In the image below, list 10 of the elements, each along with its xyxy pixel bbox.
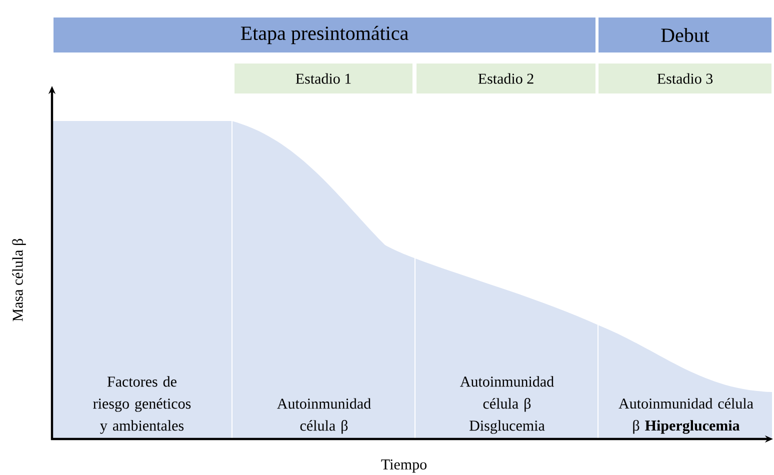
axis-label: Tiempo xyxy=(381,459,426,473)
stage-box: Estadio 1 xyxy=(234,62,414,94)
stage-description: Autoinmunidad célula β Disglucemia xyxy=(460,376,554,434)
stage-box: Estadio 2 xyxy=(416,62,596,94)
stage-description: Factores de riesgo genéticos y ambientales xyxy=(93,376,191,434)
axis-label: Masa célula β xyxy=(12,238,26,322)
stage-description: Autoinmunidad célula β Hiperglucemia xyxy=(618,398,754,434)
phase-band: Debut xyxy=(598,16,772,54)
stage-description: Autoinmunidad célula β xyxy=(277,398,371,434)
stage-box: Estadio 3 xyxy=(598,62,772,94)
